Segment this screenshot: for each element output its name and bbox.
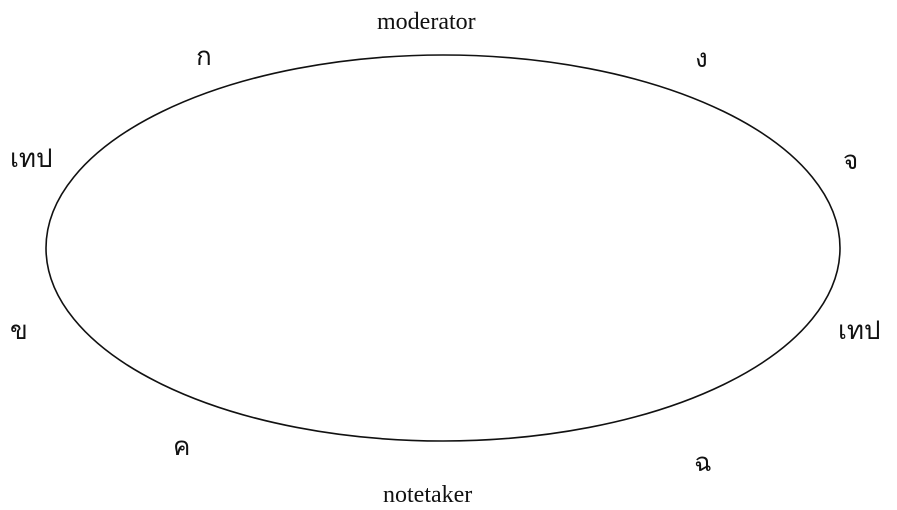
seat-bottom-right-label: ฉ [694,448,712,478]
seat-top-right-label: ง [695,44,708,74]
tape-recorder-right-label: เทป [838,316,881,346]
seat-top-left-label: ก [196,42,212,72]
moderator-label: moderator [377,9,476,35]
seat-right-upper-label: จ [843,146,859,176]
seat-bottom-left-label: ค [173,432,191,462]
table-outline [45,54,841,442]
tape-recorder-left-label: เทป [10,144,53,174]
notetaker-label: notetaker [383,482,473,508]
seat-left-lower-label: ข [10,316,28,346]
